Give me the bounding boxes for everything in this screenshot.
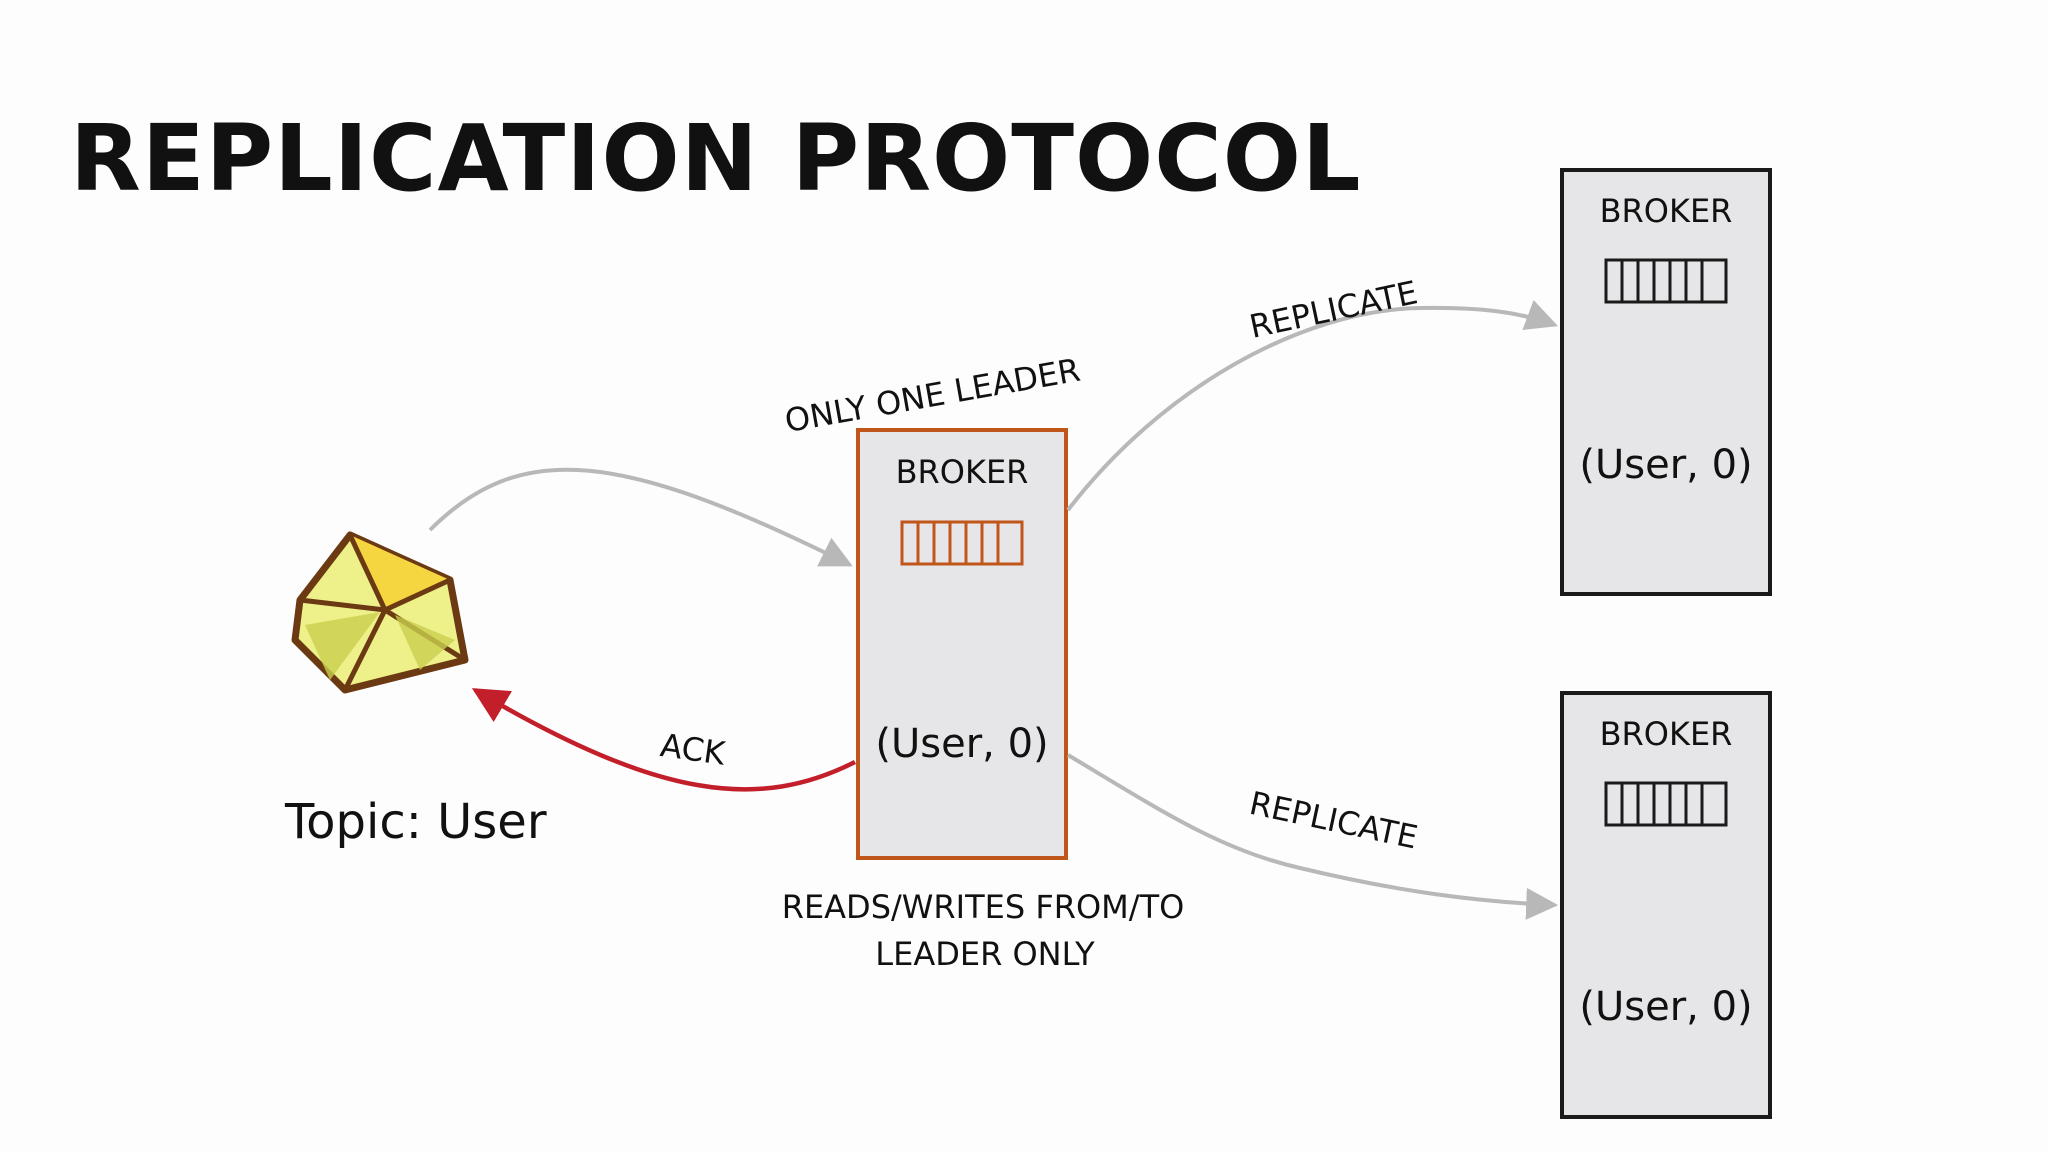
follower-bottom-broker-label: BROKER bbox=[1600, 715, 1733, 753]
leader-footnote-line2: LEADER ONLY bbox=[875, 935, 1095, 973]
follower-top-broker-label: BROKER bbox=[1600, 192, 1733, 230]
leader-broker: BROKER (User, 0) bbox=[856, 428, 1068, 860]
envelope-icon bbox=[291, 531, 469, 694]
follower-bottom-record: (User, 0) bbox=[1579, 984, 1752, 1030]
topic-label: Topic: User bbox=[284, 794, 547, 850]
leader-footnote-line1: READS/WRITES FROM/TO bbox=[782, 888, 1185, 926]
replicate-label-top: REPLICATE bbox=[1246, 273, 1421, 346]
follower-top-record: (User, 0) bbox=[1579, 442, 1752, 488]
follower-broker-bottom: BROKER (User, 0) bbox=[1560, 691, 1772, 1119]
follower-broker-top: BROKER (User, 0) bbox=[1560, 168, 1772, 596]
replicate-arrow-top bbox=[1066, 299, 1559, 512]
replicate-arrow-bottom bbox=[1066, 753, 1559, 920]
leader-broker-label: BROKER bbox=[896, 453, 1029, 491]
replicate-label-bottom: REPLICATE bbox=[1246, 784, 1421, 857]
ack-arrow bbox=[471, 688, 857, 792]
partition-log-icon bbox=[1604, 781, 1728, 827]
page-title: REPLICATION PROTOCOL bbox=[70, 105, 1362, 212]
produce-arrow bbox=[428, 467, 853, 567]
partition-log-icon bbox=[1604, 258, 1728, 304]
leader-record: (User, 0) bbox=[875, 721, 1048, 767]
partition-log-icon bbox=[900, 520, 1024, 566]
ack-label: ACK bbox=[658, 726, 728, 773]
leader-note: ONLY ONE LEADER bbox=[782, 351, 1083, 440]
